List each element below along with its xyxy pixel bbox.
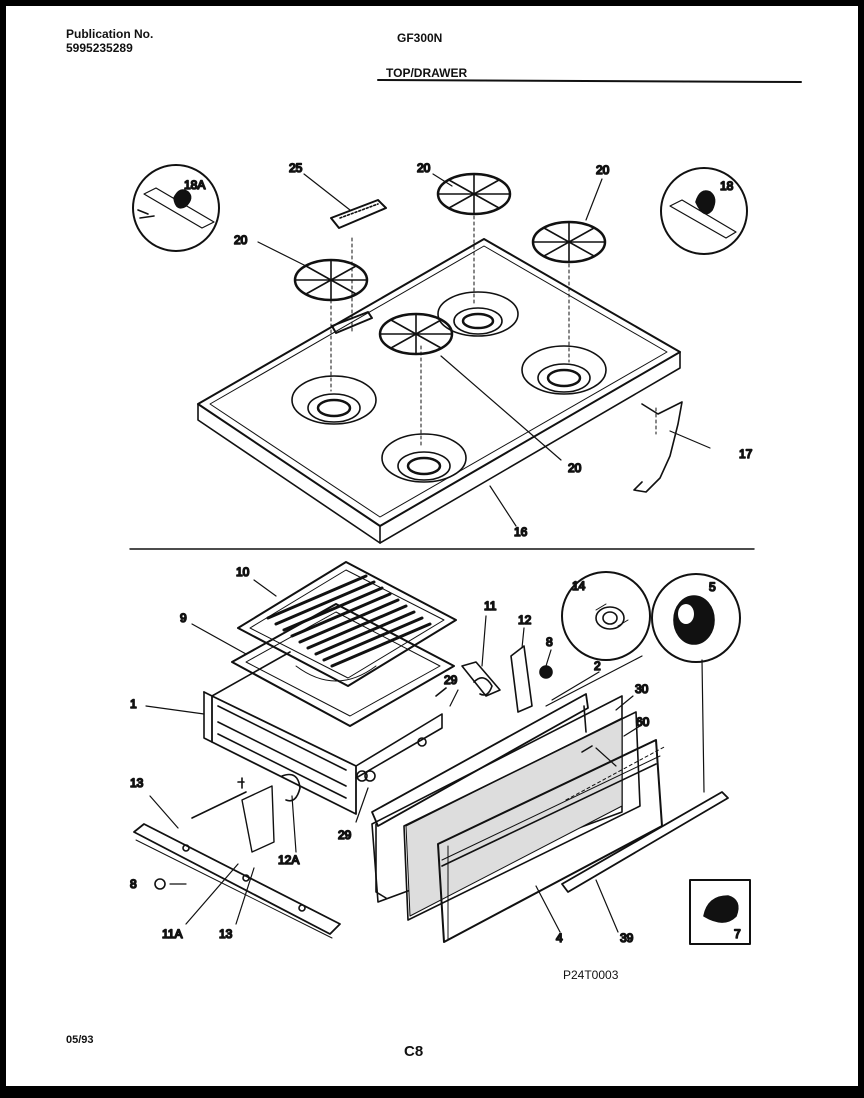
callout-20: 20 <box>568 461 582 475</box>
burner-grate <box>531 220 607 264</box>
callout-5: 5 <box>709 580 716 594</box>
detail-circle <box>132 164 220 252</box>
drawer-bracket <box>461 645 553 713</box>
callout-29: 29 <box>338 828 352 842</box>
callout-20: 20 <box>596 163 610 177</box>
detail-box <box>689 879 751 945</box>
broiler-pan <box>231 603 455 727</box>
callout-25: 25 <box>289 161 303 175</box>
detail-circle <box>651 573 741 663</box>
callout-9: 9 <box>180 611 187 625</box>
burner-well <box>381 433 467 483</box>
callout-8: 8 <box>546 635 553 649</box>
callout-7: 7 <box>734 927 741 941</box>
detail-circle <box>561 571 651 661</box>
callout-29: 29 <box>444 673 458 687</box>
callout-1: 1 <box>130 697 137 711</box>
callout-39: 39 <box>620 931 634 945</box>
callout-13: 13 <box>219 927 233 941</box>
screw <box>154 878 166 890</box>
detail-circle <box>660 167 748 255</box>
drawer-rail <box>133 823 341 939</box>
burner-grate <box>293 258 369 302</box>
page-code: C8 <box>404 1043 424 1060</box>
callout-8: 8 <box>130 877 137 891</box>
callout-12: 12 <box>518 613 532 627</box>
callout-17: 17 <box>739 447 753 461</box>
insulation <box>403 711 641 921</box>
handle-trim <box>561 791 729 893</box>
burner-well <box>521 345 607 395</box>
callout-11a: 11A <box>162 927 182 941</box>
drawer-bracket-left <box>191 777 275 853</box>
callout-11: 11 <box>484 599 497 613</box>
broiler-pan-insert <box>237 561 457 687</box>
burner-well <box>291 375 377 425</box>
screw <box>435 687 447 697</box>
igniter-cover <box>330 199 387 334</box>
callout-12a: 12A <box>278 853 299 867</box>
model-number: GF300N <box>397 31 443 45</box>
revision-date: 05/93 <box>66 1034 94 1046</box>
callout-14: 14 <box>572 579 586 593</box>
callout-18: 18 <box>720 179 734 193</box>
diagram-code: P24T0003 <box>563 968 619 982</box>
burner-grate <box>378 312 454 356</box>
callout-20: 20 <box>234 233 248 247</box>
header-rule <box>377 79 802 83</box>
burner-well <box>437 291 519 337</box>
publication-label: Publication No. <box>66 27 154 41</box>
callout-20: 20 <box>417 161 431 175</box>
callout-18a: 18A <box>184 178 205 192</box>
broiler-drawer-body <box>203 651 443 815</box>
cooktop <box>197 238 681 544</box>
callout-30: 30 <box>635 682 649 696</box>
callout-60: 60 <box>636 715 650 729</box>
callout-10: 10 <box>236 565 250 579</box>
oven-rack-bracket <box>633 401 683 493</box>
screw <box>581 745 593 753</box>
section-title: TOP/DRAWER <box>386 66 468 80</box>
burner-grate <box>436 172 512 216</box>
exploded-view-drawing: 18A 25 20 20 18 20 17 20 16 10 9 11 12 1… <box>129 79 802 946</box>
callout-2: 2 <box>594 659 601 673</box>
callout-4: 4 <box>556 931 563 945</box>
clip <box>281 773 301 802</box>
screw <box>356 770 368 782</box>
callout-16: 16 <box>514 525 528 539</box>
parts-diagram-sheet: Publication No. 5995235289 GF300N TOP/DR… <box>6 6 858 1086</box>
callout-13: 13 <box>130 776 144 790</box>
publication-number: 5995235289 <box>66 41 133 55</box>
